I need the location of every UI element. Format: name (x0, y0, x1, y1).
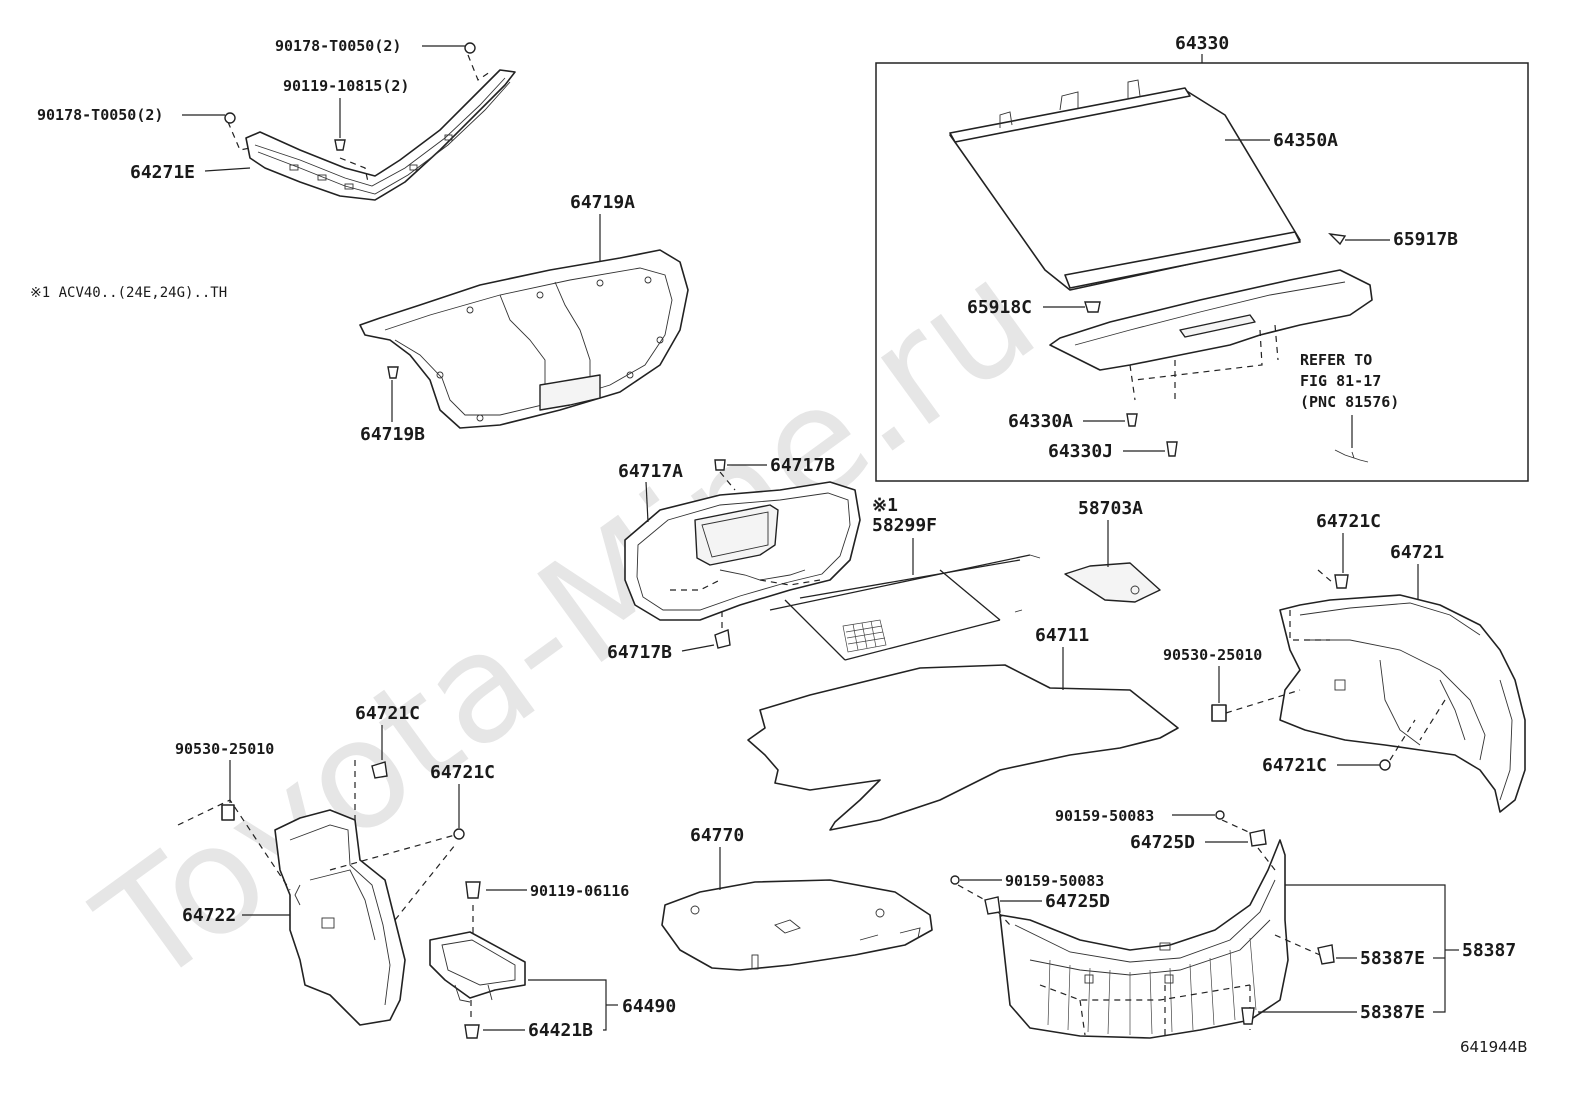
label-64721: 64721 (1390, 542, 1444, 563)
label-64725D-top: 64725D (1130, 832, 1195, 853)
label-64421B: 64421B (528, 1020, 593, 1041)
label-64717A: 64717A (618, 461, 683, 482)
refer-note-line1: REFER TO (1300, 351, 1372, 369)
assembly-box-64330 (875, 62, 1529, 482)
label-64271E: 64271E (130, 162, 195, 183)
variant-note: ※1 ACV40..(24E,24G)..TH (30, 285, 227, 301)
part-64330-tray-drawing (1049, 269, 1373, 401)
label-58299F: 58299F (872, 515, 937, 536)
label-64717B-top: 64717B (770, 455, 835, 476)
label-64770: 64770 (690, 825, 744, 846)
label-64330J: 64330J (1048, 441, 1113, 462)
figure-code: 641944B (1460, 1038, 1528, 1056)
label-90119-10815: 90119-10815(2) (283, 77, 409, 95)
label-90119-06116: 90119-06116 (530, 882, 629, 900)
part-64711-drawing (747, 664, 1179, 831)
part-58703A-drawing (1064, 562, 1161, 603)
label-65917B: 65917B (1393, 229, 1458, 250)
label-64719A: 64719A (570, 192, 635, 213)
label-58299F-mark: ※1 (872, 495, 898, 516)
part-64770-drawing (661, 879, 933, 971)
label-64721C-right: 64721C (1316, 511, 1381, 532)
part-64719A-drawing (359, 249, 689, 429)
label-90178-T0050-left: 90178-T0050(2) (37, 106, 163, 124)
part-58387-drawing (999, 839, 1321, 1039)
refer-note-line3: (PNC 81576) (1300, 393, 1399, 411)
label-64711: 64711 (1035, 625, 1089, 646)
label-64330: 64330 (1175, 33, 1229, 54)
refer-note-line2: FIG 81-17 (1300, 372, 1381, 390)
label-64330A: 64330A (1008, 411, 1073, 432)
label-64490: 64490 (622, 996, 676, 1017)
part-90530-right (1211, 704, 1227, 722)
part-64717A-drawing (624, 481, 861, 621)
label-64721C-right-low: 64721C (1262, 755, 1327, 776)
part-58299F-net-drawing (769, 554, 1041, 661)
part-64721-drawing (1279, 594, 1526, 813)
label-65918C: 65918C (967, 297, 1032, 318)
part-64490-drawing (429, 905, 526, 1022)
part-65918C-clip (1084, 301, 1101, 313)
part-64350A-drawing (949, 79, 1301, 291)
part-90530-left (221, 804, 235, 821)
label-64719B: 64719B (360, 424, 425, 445)
label-58387E-bottom: 58387E (1360, 1002, 1425, 1023)
label-90530-25010-right: 90530-25010 (1163, 646, 1262, 664)
part-64271E-drawing (224, 42, 516, 201)
label-64717B-bottom: 64717B (607, 642, 672, 663)
label-64725D-bottom: 64725D (1045, 891, 1110, 912)
label-64350A: 64350A (1273, 130, 1338, 151)
label-58387: 58387 (1462, 940, 1516, 961)
label-90159-50083-bottom: 90159-50083 (1005, 872, 1104, 890)
part-65917B-clip (1328, 233, 1347, 246)
part-81576-cord (1334, 449, 1369, 463)
label-64721C-left2: 64721C (430, 762, 495, 783)
label-58703A: 58703A (1078, 498, 1143, 519)
label-90159-50083-top: 90159-50083 (1055, 807, 1154, 825)
label-64722: 64722 (182, 905, 236, 926)
label-58387E-top: 58387E (1360, 948, 1425, 969)
label-90178-T0050-top: 90178-T0050(2) (275, 37, 401, 55)
label-64721C-left: 64721C (355, 703, 420, 724)
label-90530-25010-left: 90530-25010 (175, 740, 274, 758)
